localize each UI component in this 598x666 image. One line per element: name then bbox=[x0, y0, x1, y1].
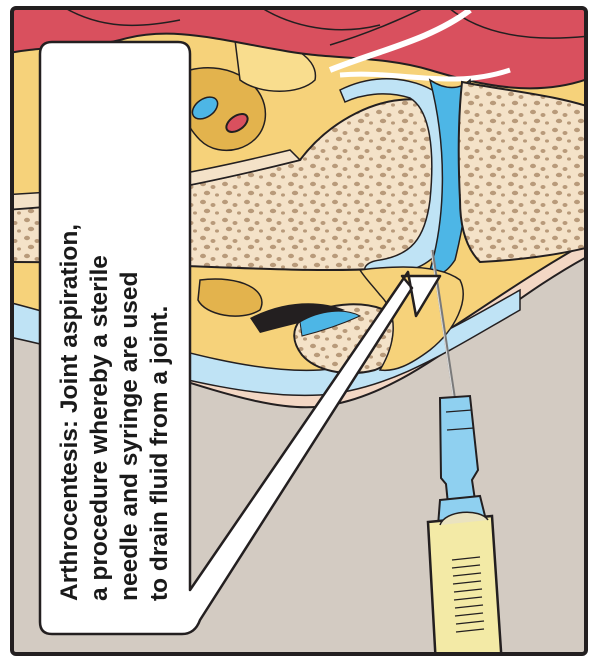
caption-box: Arthrocentesis: Joint aspiration, a proc… bbox=[40, 44, 190, 634]
caption-text: Arthrocentesis: Joint aspiration, a proc… bbox=[40, 59, 190, 619]
caption-line-1: Arthrocentesis: Joint aspiration, bbox=[55, 59, 85, 601]
caption-line-3: needle and syringe are used bbox=[115, 59, 145, 601]
bone-right bbox=[459, 82, 598, 262]
caption-line-4: to drain fluid from a joint. bbox=[145, 59, 175, 601]
needle-hub bbox=[440, 396, 478, 504]
caption-line-2: a procedure whereby a sterile bbox=[85, 59, 115, 601]
